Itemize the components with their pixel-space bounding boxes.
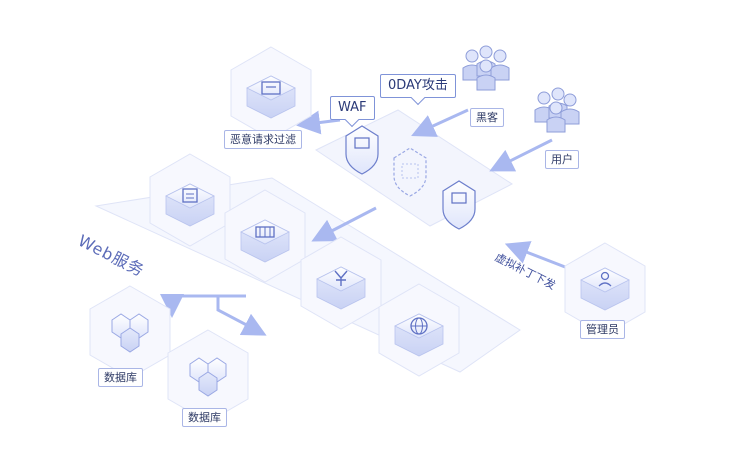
- database-2-label: 数据库: [182, 408, 227, 427]
- user-arrow: [489, 138, 553, 172]
- waf-shield-left-icon: [345, 125, 379, 175]
- waf-shield-mid-icon: [393, 147, 427, 197]
- web-to-db2-arrow: [216, 294, 267, 336]
- web-server-globe-icon: [394, 313, 444, 357]
- admin-icon: [580, 267, 630, 311]
- user-group-icon: [534, 87, 580, 133]
- web-to-db1-arrow: [160, 294, 246, 318]
- waf-callout: WAF: [330, 96, 375, 120]
- user-label: 用户: [545, 150, 579, 169]
- database-1-label: 数据库: [98, 368, 143, 387]
- waf-platform: [314, 109, 513, 227]
- web-server-document-icon: [165, 183, 215, 227]
- web-server-yen-icon: [316, 266, 366, 310]
- waf-shield-right-icon: [442, 180, 476, 230]
- attack-callout: 0DAY攻击: [380, 74, 456, 98]
- waf-to-web-arrow: [311, 206, 377, 242]
- database-1-icon: [111, 313, 149, 353]
- database-2-icon: [189, 357, 227, 397]
- attack-arrow: [411, 108, 469, 137]
- hacker-label: 黑客: [470, 108, 504, 127]
- waf-to-filter-arrow: [296, 110, 341, 135]
- web-server-gateway-icon: [240, 219, 290, 263]
- hacker-group-icon: [462, 45, 510, 91]
- filter-server-icon: [246, 75, 296, 119]
- admin-label: 管理员: [580, 320, 625, 339]
- filter-label: 恶意请求过滤: [224, 130, 302, 149]
